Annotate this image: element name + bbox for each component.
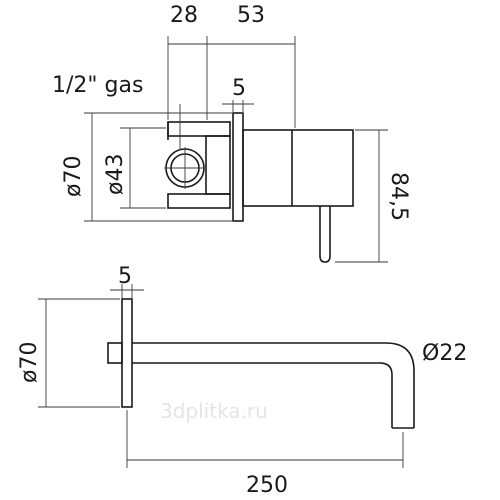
valve-housing-side	[205, 135, 231, 195]
valve-housing-bottom	[167, 193, 231, 209]
dim-label-thread: 1/2" gas	[52, 73, 143, 98]
dim-label-70-top: ø70	[61, 156, 86, 197]
dim-label-43: ø43	[103, 154, 128, 195]
valve-housing-top	[167, 121, 231, 137]
spout-connector	[107, 342, 123, 364]
spout-tube-inner	[132, 362, 393, 428]
wall-plate-bottom	[121, 298, 133, 408]
dim-label-5-top: 5	[232, 76, 246, 101]
mixer-top-view	[164, 112, 354, 263]
dim-label-70-bottom: ø70	[17, 342, 42, 383]
wall-plate-top	[232, 112, 244, 222]
dim-label-53: 53	[237, 3, 265, 28]
lever-handle	[319, 206, 331, 263]
spout-tube-outer	[132, 342, 415, 428]
dim-label-22: Ø22	[422, 341, 467, 366]
mixer-body	[242, 129, 354, 207]
spout-side-view	[107, 298, 415, 429]
bottom-dimensions	[38, 284, 404, 468]
dim-label-5-bottom: 5	[118, 264, 132, 289]
dim-label-845: 84,5	[386, 172, 411, 221]
dim-label-28: 28	[170, 3, 198, 28]
dim-label-250: 250	[246, 473, 288, 498]
watermark-text: 3dplitka.ru	[160, 399, 268, 423]
top-dimensions	[84, 36, 388, 263]
